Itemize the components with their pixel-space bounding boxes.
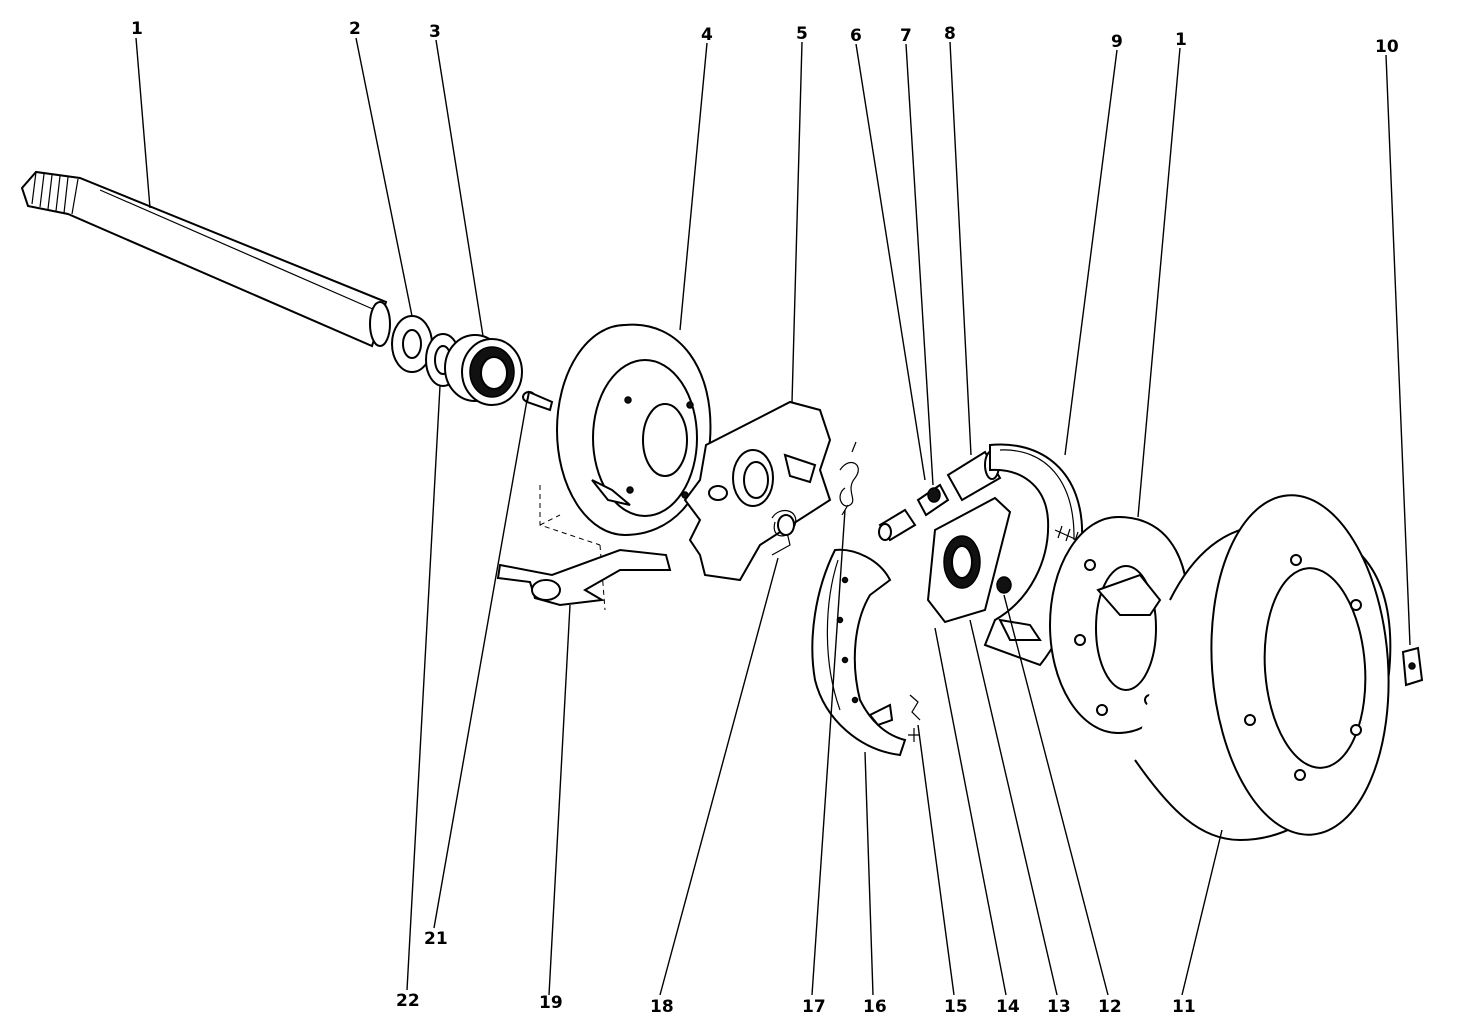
label-cylinder: 8: [944, 24, 956, 44]
label-clip: 10: [1375, 37, 1399, 57]
label-anchor-plate: 14: [996, 997, 1020, 1017]
bolt: [522, 390, 554, 412]
label-shoe-13: 13: [1047, 997, 1071, 1017]
label-brake-shoe-lining: 9: [1111, 32, 1123, 52]
spring-6: [878, 508, 917, 542]
label-spring-6: 6: [850, 26, 862, 46]
label-seal: 22: [396, 991, 420, 1011]
label-pin: 15: [944, 997, 968, 1017]
pin: [908, 694, 921, 742]
label-adjuster-screw: 7: [900, 26, 912, 46]
label-brake-shoe: 16: [863, 997, 887, 1017]
hold-spring: [771, 509, 797, 556]
callout-labels: 1 2 3 4 5 6 7 8 9 1 10 11 12 13 14 15 16…: [131, 19, 1399, 1017]
label-retainer-ring: 2: [349, 19, 361, 39]
brake-shoe: [811, 548, 907, 757]
label-bearing: 3: [429, 22, 441, 42]
label-nut: 12: [1098, 997, 1122, 1017]
label-bolt: 21: [424, 929, 448, 949]
label-hold-spring: 18: [650, 997, 674, 1017]
label-brake-drum: 11: [1172, 997, 1196, 1017]
brake-drum: [1134, 494, 1392, 842]
anchor-plate: [926, 496, 1012, 624]
bearing: [444, 334, 523, 406]
clip: [1401, 646, 1424, 687]
nut: [996, 576, 1012, 594]
label-return-spring: 17: [802, 997, 826, 1017]
label-parking-lever: 19: [539, 993, 563, 1013]
leader-lines: [135, 37, 1411, 996]
return-spring: [839, 441, 859, 516]
adjuster-spring: [1054, 525, 1096, 549]
label-backing-plate: 4: [701, 25, 713, 45]
label-hub-flange: 1: [1175, 30, 1187, 50]
parking-lever: [496, 485, 672, 611]
backing-plate: [556, 323, 712, 536]
label-axle-shaft: 1: [131, 19, 143, 39]
adjuster-screw: [916, 483, 950, 517]
axle-shaft: [20, 170, 391, 348]
adjuster-plate: [683, 400, 832, 582]
label-adjuster-plate: 5: [796, 24, 808, 44]
